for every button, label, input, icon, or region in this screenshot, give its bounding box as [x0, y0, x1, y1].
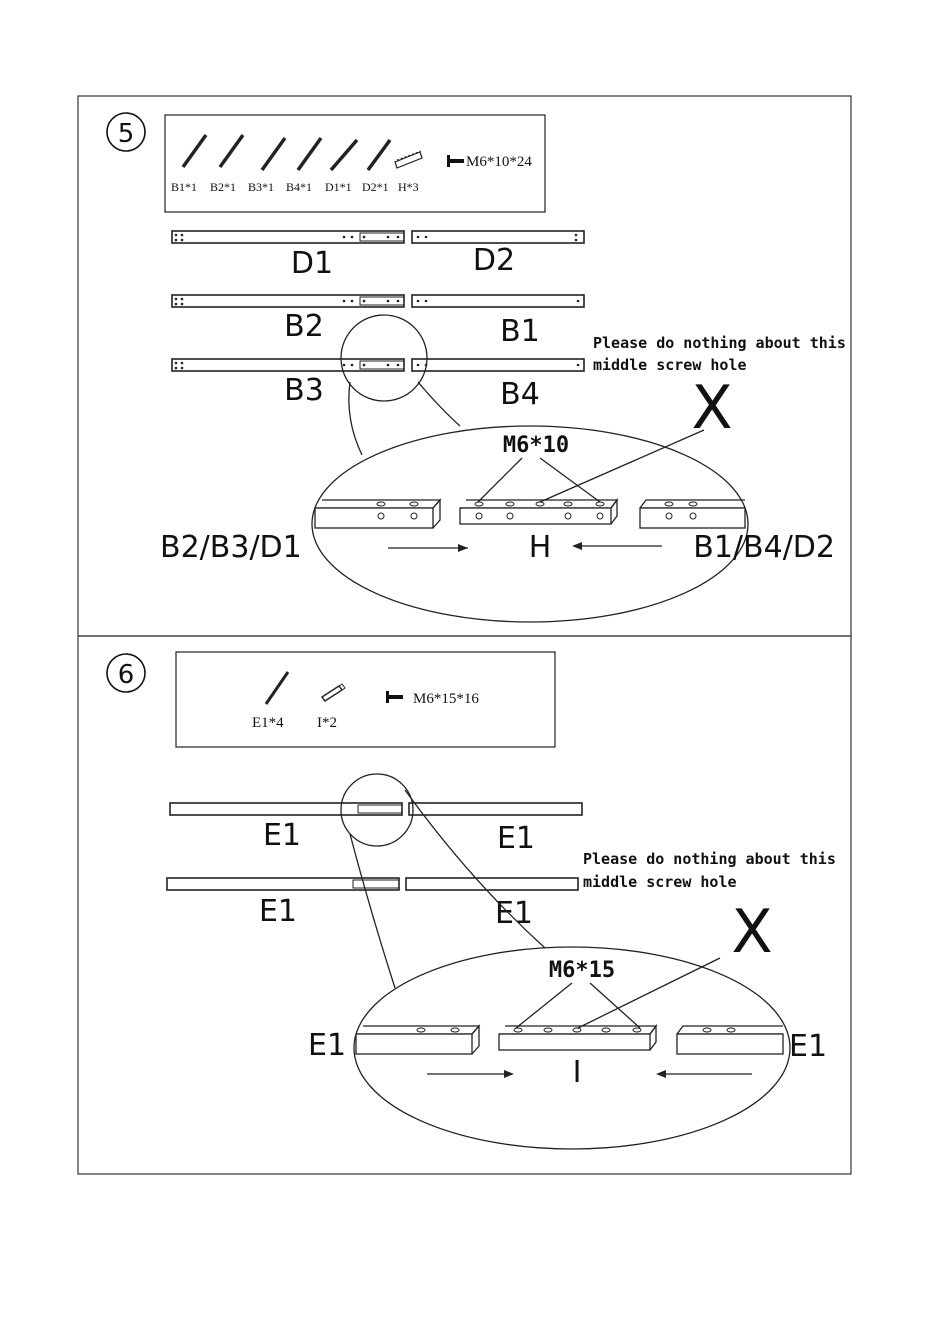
- step-5-part-icons: [183, 135, 464, 170]
- beam-label-b1: B1: [500, 314, 540, 349]
- step-6-note-line1: Please do nothing about this: [583, 850, 836, 868]
- beam-b4: [412, 359, 584, 371]
- step-6-detail-center-label: I: [573, 1055, 582, 1090]
- beam-label-b2: B2: [284, 309, 324, 344]
- step-5-detail-parts: [315, 500, 745, 528]
- step-6-screw-arrows: [516, 958, 720, 1028]
- step-6-x-mark: X: [731, 897, 772, 967]
- step-6-parts-box: [176, 652, 555, 747]
- beam-label-e1-bottom-right: E1: [495, 896, 533, 931]
- step-5-note-line1: Please do nothing about this: [593, 334, 846, 352]
- part-label-i: I*2: [317, 715, 337, 731]
- beam-b1: [412, 295, 584, 307]
- screw-icon: [386, 691, 403, 703]
- step-5-direction-arrows: [388, 542, 662, 552]
- step-6-panel: 6 E1*4 I*2 M6*15*16 E1 E1 E1: [78, 636, 851, 1174]
- part-b3-icon: [262, 138, 285, 170]
- part-label-b2: B2*1: [210, 180, 236, 194]
- beam-label-e1-top-right: E1: [497, 821, 535, 856]
- step-5-detail-screw: M6*10: [503, 433, 569, 458]
- part-label-h: H*3: [398, 180, 419, 194]
- beam-label-e1-bottom-left: E1: [259, 894, 297, 929]
- step-6-detail-right-label: E1: [789, 1029, 827, 1064]
- part-b2-icon: [220, 135, 243, 167]
- beam-row-b3-b4: [172, 359, 584, 371]
- step-6-direction-arrows: [427, 1070, 752, 1078]
- step-5-detail-right-label: B1/B4/D2: [693, 530, 835, 565]
- part-i-icon: [322, 684, 345, 701]
- step-6-part-icons: [266, 672, 403, 704]
- part-label-b4: B4*1: [286, 180, 312, 194]
- screw-icon: [447, 155, 464, 167]
- step-5-screw-label: M6*10*24: [466, 154, 532, 170]
- beam-e1-bottom-right: [406, 878, 578, 890]
- beam-label-d2: D2: [473, 243, 515, 278]
- beam-row-b2-b1: [172, 295, 584, 307]
- beam-label-b3: B3: [284, 373, 324, 408]
- beam-row-d: [172, 231, 584, 243]
- part-b4-icon: [298, 138, 321, 170]
- step-6-detail-left-label: E1: [308, 1028, 346, 1063]
- part-d1-icon: [331, 140, 357, 170]
- beam-label-e1-top-left: E1: [263, 818, 301, 853]
- beam-label-b4: B4: [500, 377, 540, 412]
- part-label-b3: B3*1: [248, 180, 274, 194]
- part-b1-icon: [183, 135, 206, 167]
- step-5-panel: 5 B1*1 B2*1 B3*1 B4*1 D1*1 D2*1 H*3 M6*1…: [78, 96, 851, 636]
- step-6-note-line2: middle screw hole: [583, 873, 737, 891]
- step-6-detail-parts: [356, 1026, 783, 1054]
- part-d2-icon: [368, 140, 390, 170]
- step-5-detail-center-label: H: [529, 530, 552, 565]
- beam-label-d1: D1: [291, 246, 333, 281]
- step-5-number: 5: [118, 119, 135, 149]
- detail-magnifier-circle: [341, 315, 427, 401]
- part-label-d2: D2*1: [362, 180, 389, 194]
- beam-d2: [412, 231, 584, 243]
- step-6-number: 6: [118, 660, 135, 690]
- part-label-b1: B1*1: [171, 180, 197, 194]
- beam-e1-top-right: [409, 803, 582, 815]
- step-6-detail-screw: M6*15: [549, 958, 615, 983]
- part-h-icon: [395, 151, 422, 168]
- step-5-note-line2: middle screw hole: [593, 356, 747, 374]
- part-label-d1: D1*1: [325, 180, 352, 194]
- step-6-screw-label: M6*15*16: [413, 691, 479, 707]
- part-e1-icon: [266, 672, 288, 704]
- part-label-e1: E1*4: [252, 715, 284, 731]
- step-5-detail-left-label: B2/B3/D1: [160, 530, 302, 565]
